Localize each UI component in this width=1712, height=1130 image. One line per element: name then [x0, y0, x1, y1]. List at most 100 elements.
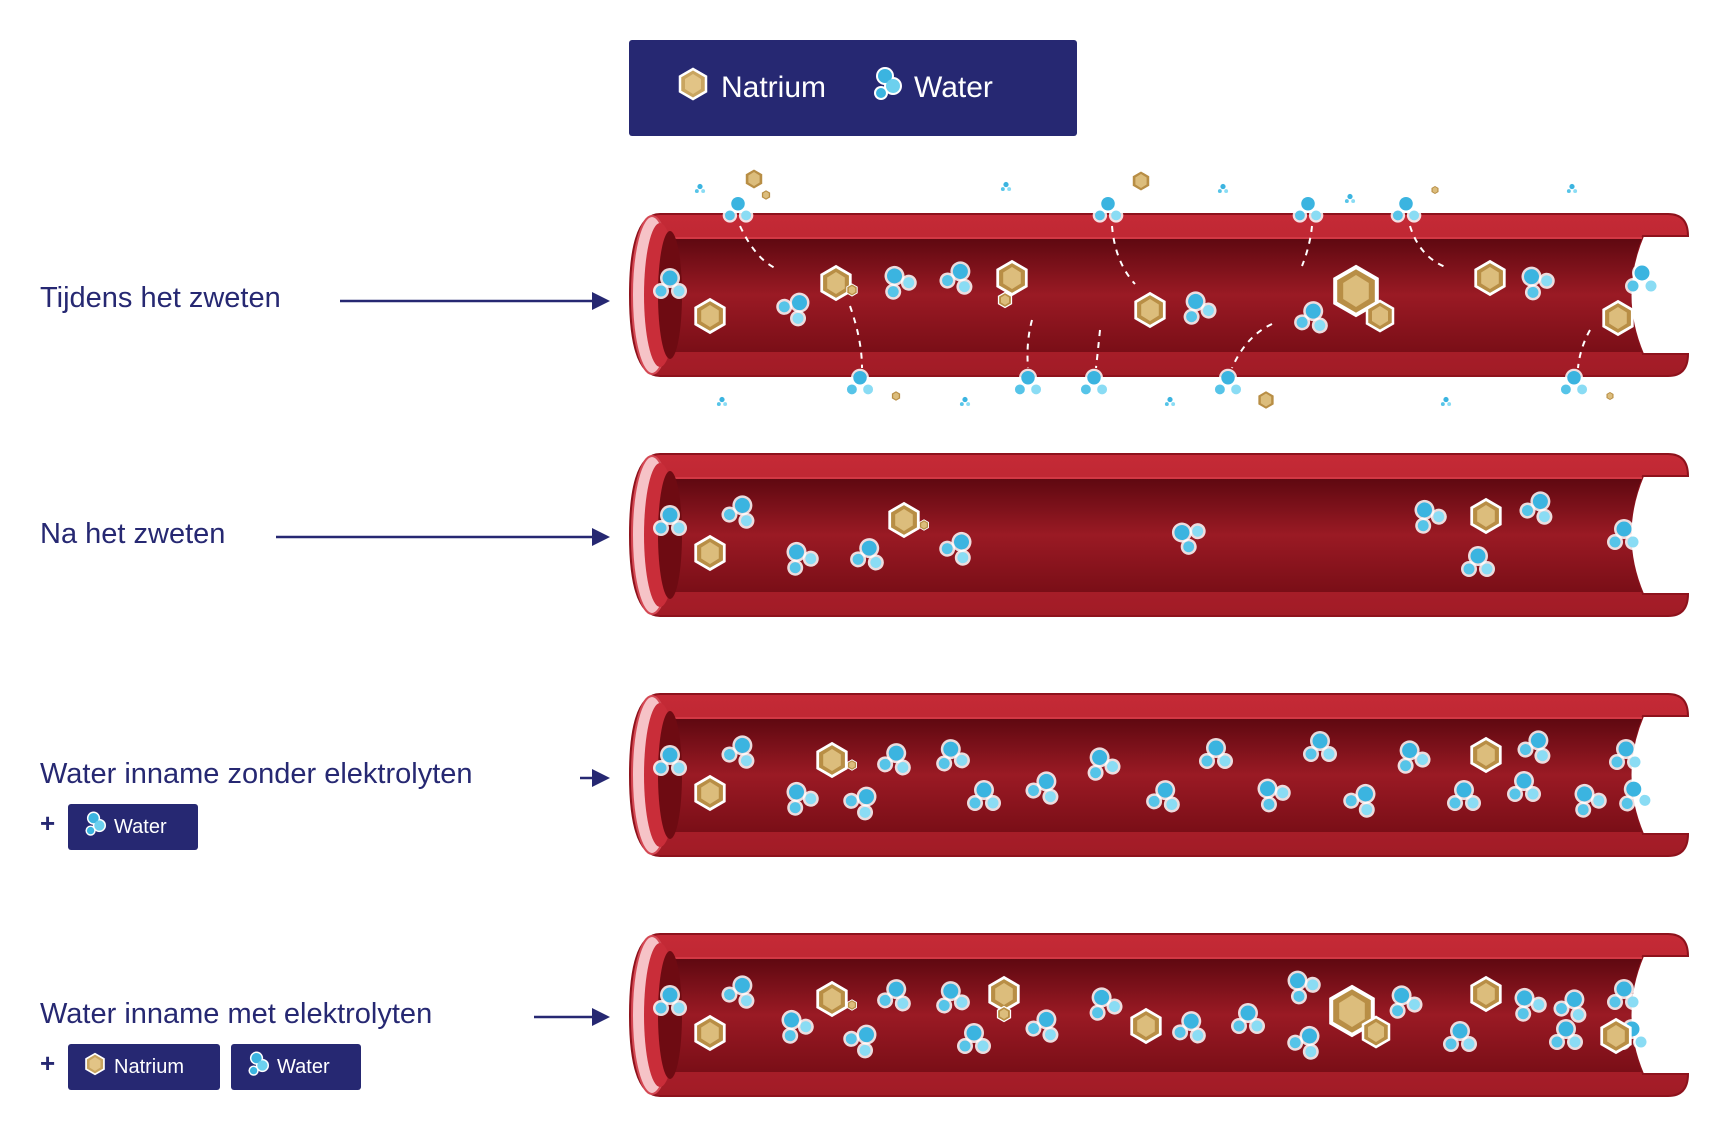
water-particle	[877, 979, 911, 1012]
arrow-icon	[340, 292, 610, 310]
sodium-particle	[847, 999, 857, 1011]
tag-natrium: Natrium	[68, 1044, 220, 1090]
water-molecule-icon	[872, 65, 903, 111]
sodium-particle	[919, 519, 929, 531]
sodium-particle	[816, 980, 848, 1018]
water-particle	[722, 194, 754, 223]
sodium-particle	[1605, 391, 1615, 401]
sweat-trail	[1301, 225, 1313, 267]
sodium-particle	[820, 264, 852, 302]
water-particle	[957, 1023, 991, 1054]
water-particle	[1217, 183, 1229, 194]
water-particle	[1521, 266, 1555, 301]
water-particle	[786, 541, 819, 576]
arrow-icon	[580, 769, 610, 787]
water-particle	[1287, 970, 1321, 1005]
water-particle	[936, 739, 970, 772]
water-particle	[1414, 499, 1447, 534]
water-particle	[1164, 396, 1176, 407]
water-particle	[1607, 519, 1641, 550]
water-particle	[1549, 1019, 1583, 1050]
water-particle	[1461, 546, 1495, 577]
water-particle	[877, 743, 911, 776]
water-particle	[694, 183, 706, 194]
tag-water: Water	[68, 804, 198, 850]
sodium-particle	[744, 167, 764, 191]
water-particle	[716, 396, 728, 407]
water-particle	[721, 495, 755, 529]
plus-sign: +	[40, 808, 56, 838]
water-particle	[653, 985, 687, 1016]
sweat-trail	[1231, 323, 1273, 369]
water-particle	[844, 368, 876, 397]
legend-water-label: Water	[914, 71, 993, 104]
tag-natrium-label: Natrium	[114, 1055, 185, 1078]
water-particle	[1089, 987, 1123, 1021]
water-particle	[1390, 194, 1422, 223]
water-particle	[653, 268, 687, 299]
water-particle	[1389, 985, 1423, 1019]
sodium-particle	[694, 1014, 726, 1052]
sodium-particle	[1256, 389, 1276, 411]
blood-vessel	[628, 453, 1690, 617]
sodium-particle	[694, 774, 726, 812]
row-label-water-without-electrolytes: Water inname zonder elektrolyten	[40, 758, 473, 790]
water-particle	[653, 745, 687, 776]
water-particle	[1519, 491, 1553, 525]
water-particle	[1000, 181, 1012, 192]
water-particle	[721, 735, 755, 769]
water-molecule-icon	[247, 1050, 269, 1084]
water-particle	[721, 975, 755, 1009]
water-particle	[1294, 301, 1328, 334]
sodium-particle	[694, 297, 726, 335]
sodium-particle	[1131, 169, 1151, 193]
water-particle	[1087, 747, 1121, 781]
legend-water: Water	[872, 65, 993, 111]
sodium-particle	[1134, 291, 1166, 329]
water-particle	[1212, 368, 1244, 397]
sodium-particle	[1602, 299, 1634, 337]
row-label-during-sweating: Tijdens het zweten	[40, 282, 281, 314]
water-particle	[1303, 731, 1337, 762]
arrow-icon	[276, 528, 610, 546]
sodium-particle	[846, 283, 858, 297]
sodium-particle	[1329, 984, 1375, 1038]
sodium-particle	[1333, 264, 1379, 318]
water-particle	[1574, 783, 1607, 818]
water-particle	[1012, 368, 1044, 397]
water-particle	[653, 505, 687, 536]
legend-natrium: Natrium	[677, 67, 826, 109]
water-particle	[776, 292, 810, 327]
blood-vessel	[628, 213, 1690, 377]
water-particle	[1199, 738, 1233, 769]
water-particle	[967, 780, 1001, 811]
water-particle	[939, 531, 972, 566]
water-particle	[1440, 396, 1452, 407]
water-molecule-icon	[84, 810, 106, 844]
sodium-particle	[888, 501, 920, 539]
sweat-trail	[1095, 329, 1101, 369]
water-particle	[1507, 771, 1541, 802]
sweat-trail	[849, 305, 863, 369]
sodium-particle	[996, 259, 1028, 297]
water-particle	[1025, 771, 1059, 805]
water-particle	[843, 786, 877, 821]
water-particle	[1447, 780, 1481, 811]
sodium-particle	[997, 291, 1013, 309]
water-particle	[884, 265, 917, 300]
water-particle	[1397, 740, 1431, 774]
sodium-particle	[1365, 299, 1395, 333]
sodium-particle	[1430, 185, 1440, 195]
water-particle	[1078, 368, 1110, 397]
water-particle	[1344, 193, 1356, 204]
water-particle	[1619, 779, 1653, 812]
plus-sign: +	[40, 1048, 56, 1078]
sodium-particle	[988, 975, 1020, 1013]
water-particle	[1514, 987, 1547, 1022]
sweat-trail	[1577, 329, 1591, 369]
water-particle	[1625, 263, 1659, 294]
water-particle	[781, 1009, 814, 1044]
sodium-particle	[1470, 736, 1502, 774]
sodium-hexagon-icon	[84, 1052, 106, 1082]
sodium-particle	[1361, 1015, 1391, 1049]
